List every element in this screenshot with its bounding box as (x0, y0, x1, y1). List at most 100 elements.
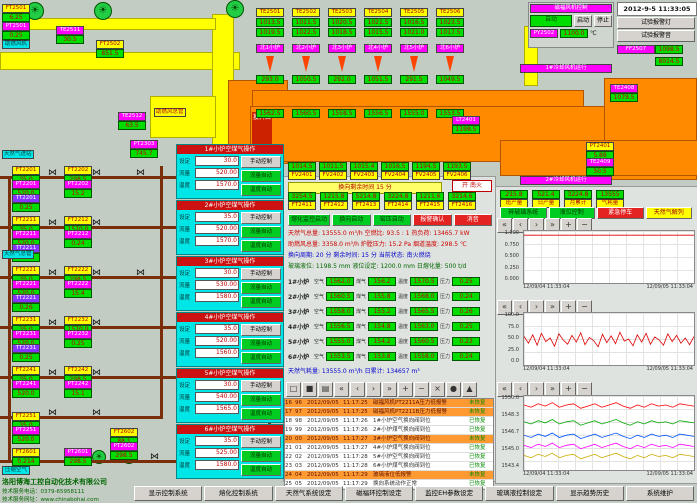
valve-icon[interactable]: ⋈ (136, 268, 145, 278)
temp-auto-button[interactable]: 温度自动 (241, 352, 281, 364)
chart-tool-icon[interactable]: ‹ (513, 218, 528, 233)
temp-auto-button[interactable]: 温度自动 (241, 240, 281, 252)
nav-button[interactable]: 磁福环控制设定 (344, 486, 413, 501)
nav-button[interactable]: 显示趋势历史 (555, 486, 624, 501)
alarm-row[interactable]: 24 04 2012/09/05 11:17:29 玻璃液位低报警 未恢复 (285, 471, 493, 480)
toolbar-icon[interactable]: ● (446, 382, 461, 397)
alarm-row[interactable]: 18 98 2012/09/05 11:17:26 1#小炉空气换向阀到位 已恢… (285, 417, 493, 426)
flow-input[interactable]: 530.00 (195, 280, 239, 290)
temp-input[interactable]: 1570.0 (195, 236, 239, 246)
nav-button[interactable]: 玻璃液控制设定 (485, 486, 554, 501)
control-button[interactable]: 换向自动 (332, 214, 371, 226)
control-button[interactable]: 熔化监控启动 (288, 214, 331, 226)
alarm-row[interactable]: 21 01 2012/09/05 11:17:27 4#小炉煤气换向阀到位 已恢… (285, 444, 493, 453)
toolbar-icon[interactable]: › (366, 382, 381, 397)
valve-icon[interactable]: ⋈ (48, 408, 57, 418)
valve-icon[interactable]: ⋈ (92, 318, 101, 328)
toolbar-icon[interactable]: + (398, 382, 413, 397)
chart-tool-icon[interactable]: ‹ (513, 300, 528, 315)
fan-start-button[interactable]: 启动 (573, 15, 592, 27)
temp-input[interactable]: 1580.0 (195, 292, 239, 302)
valve-icon[interactable]: ⋈ (92, 168, 101, 178)
toolbar-icon[interactable]: « (334, 382, 349, 397)
manual-control-button[interactable]: 手动控制 (241, 156, 281, 168)
setpoint-input[interactable]: 35.0 (195, 212, 239, 222)
manual-control-button[interactable]: 手动控制 (241, 212, 281, 224)
valve-icon[interactable]: ⋈ (48, 318, 57, 328)
alarm-row[interactable]: 20 00 2012/09/05 11:17:27 3#小炉空气换向阀到位 未恢… (285, 435, 493, 444)
flow-auto-button[interactable]: 流量自动 (241, 394, 281, 406)
valve-icon[interactable]: ⋈ (48, 218, 57, 228)
company-url[interactable]: 技术服务网址：www.chinabohai.com (2, 497, 99, 503)
valve-icon[interactable]: ⋈ (92, 218, 101, 228)
alarm-row[interactable]: 19 99 2012/09/05 11:17:26 2#小炉煤气换向阀到位 已恢… (285, 426, 493, 435)
toolbar-icon[interactable]: ‹ (350, 382, 365, 397)
flow-auto-button[interactable]: 流量自动 (241, 226, 281, 238)
chart-tool-icon[interactable]: » (545, 300, 560, 315)
flow-input[interactable]: 540.00 (195, 392, 239, 402)
chart-tool-icon[interactable]: « (497, 300, 512, 315)
temp-input[interactable]: 1570.0 (195, 180, 239, 190)
temp-input[interactable]: 1560.0 (195, 348, 239, 358)
temp-auto-button[interactable]: 温度自动 (241, 184, 281, 196)
setpoint-input[interactable]: 35.0 (195, 436, 239, 446)
alarm-row[interactable]: 17 97 2012/09/05 11:17:25 磁福风机PT2211B压力低… (285, 408, 493, 417)
valve-icon[interactable]: ⋈ (136, 168, 145, 178)
control-button[interactable]: 窑压自动 (372, 214, 412, 226)
chart-tool-icon[interactable]: « (497, 382, 512, 397)
toolbar-icon[interactable]: × (430, 382, 445, 397)
valve-icon[interactable]: ⋈ (150, 452, 159, 462)
test-alarm-horn-button[interactable]: 试验报警音 (617, 30, 695, 42)
control-button[interactable]: 消音 (453, 214, 493, 226)
toolbar-icon[interactable]: ■ (302, 382, 317, 397)
setpoint-input[interactable]: 35.0 (195, 324, 239, 334)
flow-input[interactable]: 525.00 (195, 448, 239, 458)
chart-tool-icon[interactable]: + (561, 300, 576, 315)
setpoint-input[interactable]: 30.0 (195, 268, 239, 278)
nav-button[interactable]: 天然气系统设定 (274, 486, 343, 501)
temp-auto-button[interactable]: 温度自动 (241, 464, 281, 476)
alarm-row[interactable]: 22 02 2012/09/05 11:17:28 5#小炉空气换向阀到位 已恢… (285, 453, 493, 462)
setpoint-input[interactable]: 30.0 (195, 156, 239, 166)
chart-tool-icon[interactable]: + (561, 218, 576, 233)
flow-auto-button[interactable]: 流量自动 (241, 170, 281, 182)
alarm-row[interactable]: 23 03 2012/09/05 11:17:28 6#小炉煤气换向阀到位 已恢… (285, 462, 493, 471)
chart-tool-icon[interactable]: − (577, 382, 592, 397)
valve-icon[interactable]: ⋈ (48, 268, 57, 278)
temp-input[interactable]: 1565.0 (195, 404, 239, 414)
toolbar-icon[interactable]: ▤ (318, 382, 333, 397)
alarm-row[interactable]: 16 96 2012/09/05 11:17:25 磁福风机PT2211A压力低… (285, 399, 493, 408)
flow-input[interactable]: 520.00 (195, 224, 239, 234)
valve-icon[interactable]: ⋈ (48, 168, 57, 178)
flow-auto-button[interactable]: 流量自动 (241, 282, 281, 294)
flow-auto-button[interactable]: 流量自动 (241, 338, 281, 350)
fan-stop-button[interactable]: 停止 (593, 15, 612, 27)
valve-icon[interactable]: ⋈ (92, 268, 101, 278)
temp-auto-button[interactable]: 温度自动 (241, 296, 281, 308)
temp-auto-button[interactable]: 温度自动 (241, 408, 281, 420)
flow-auto-button[interactable]: 流量自动 (241, 450, 281, 462)
control-button[interactable]: 报警确认 (413, 214, 452, 226)
nav-button[interactable]: 监控EH参数设定 (415, 486, 484, 501)
toolbar-icon[interactable]: » (382, 382, 397, 397)
manual-control-button[interactable]: 手动控制 (241, 436, 281, 448)
setpoint-input[interactable]: 30.0 (195, 380, 239, 390)
nav-button[interactable]: 系统维护 (625, 486, 694, 501)
manual-control-button[interactable]: 手动控制 (241, 324, 281, 336)
nav-button[interactable]: 显示控制系统 (134, 486, 203, 501)
valve-icon[interactable]: ⋈ (92, 408, 101, 418)
nav-button[interactable]: 熔化控制系统 (204, 486, 273, 501)
control-button[interactable]: 紧急停车 (597, 207, 644, 219)
toolbar-icon[interactable]: − (414, 382, 429, 397)
control-button[interactable]: 天然气解列 (645, 207, 692, 219)
toolbar-icon[interactable]: □ (286, 382, 301, 397)
temp-input[interactable]: 1580.0 (195, 460, 239, 470)
valve-icon[interactable]: ⋈ (48, 368, 57, 378)
manual-control-button[interactable]: 手动控制 (241, 268, 281, 280)
flow-input[interactable]: 520.00 (195, 336, 239, 346)
test-alarm-lamp-button[interactable]: 试验报警灯 (617, 17, 695, 29)
toolbar-icon[interactable]: ▲ (462, 382, 477, 397)
manual-control-button[interactable]: 手动控制 (241, 380, 281, 392)
flow-input[interactable]: 520.00 (195, 168, 239, 178)
valve-icon[interactable]: ⋈ (92, 368, 101, 378)
